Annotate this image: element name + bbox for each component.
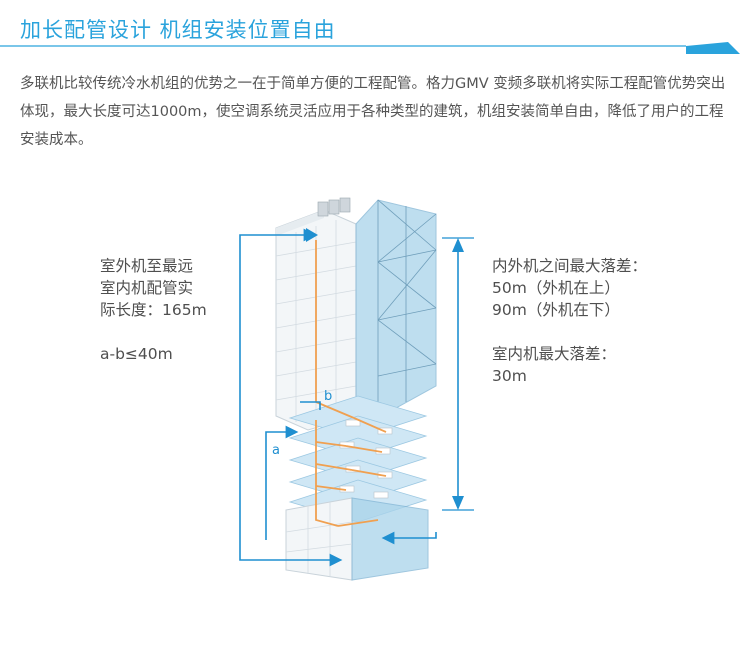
top-entry-arrow (306, 228, 318, 242)
upper-tower (275, 197, 437, 431)
left-annotation-line1: 室外机至最远 (100, 257, 194, 275)
right-annotation-line2: 50m（外机在上） (492, 279, 620, 297)
refrigerant-pipes (315, 240, 387, 527)
label-b: b (324, 389, 332, 404)
height-drop-indicator (442, 237, 474, 511)
section-title: 加长配管设计 机组安装位置自由 (20, 18, 336, 42)
left-annotation-line3: 际长度：165m (100, 301, 207, 319)
title-divider-tab (686, 42, 740, 54)
intro-paragraph: 多联机比较传统冷水机组的优势之一在于简单方便的工程配管。格力GMV 变频多联机将… (20, 76, 726, 148)
right-annotation-line1: 内外机之间最大落差： (492, 257, 648, 275)
lower-tower (285, 497, 429, 581)
building-piping-diagram: a b (239, 197, 474, 581)
right-annotation-line3: 90m（外机在下） (492, 301, 620, 319)
right-annotation: 内外机之间最大落差： 50m（外机在上） 90m（外机在下） 室内机最大落差： … (492, 255, 647, 387)
left-annotation: 室外机至最远 室内机配管实 际长度：165m a-b≤40m (100, 255, 207, 365)
right-annotation-line4: 室内机最大落差： (492, 345, 617, 363)
label-a: a (272, 443, 280, 458)
title-divider (0, 42, 740, 54)
flow-arrows (239, 228, 437, 567)
outdoor-units (317, 197, 351, 217)
height-formula: a-b≤40m (100, 345, 173, 363)
right-annotation-line5: 30m (492, 367, 527, 385)
left-annotation-line2: 室内机配管实 (100, 279, 194, 297)
